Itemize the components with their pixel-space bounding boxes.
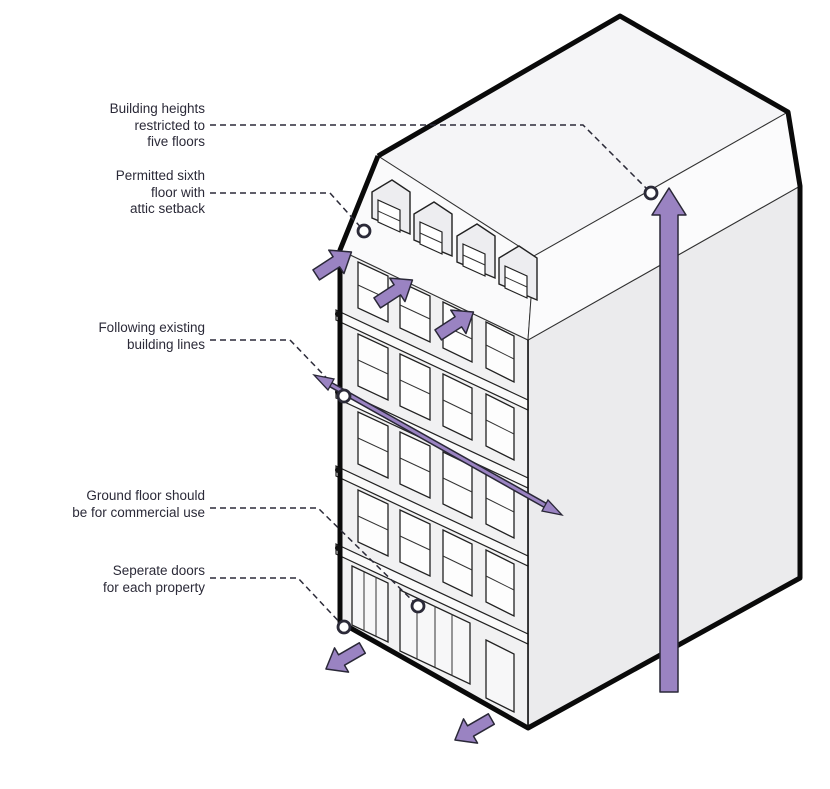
marker-doors (336, 619, 352, 635)
building-outline (337, 13, 803, 731)
leader-ground (210, 507, 419, 607)
door-arrow (325, 642, 367, 673)
annotation-arrows (312, 187, 687, 744)
leader-lines-following (210, 339, 345, 397)
callout-line: restricted to (134, 117, 205, 133)
height-arrow (651, 187, 687, 693)
setback-arrow (434, 309, 475, 341)
callout-line: attic setback (129, 201, 205, 216)
setback-arrow (312, 249, 353, 281)
callout-building-heights: Building heights restricted to five floo… (110, 101, 205, 151)
callout-ground-floor: Ground floor should be for commercial us… (72, 488, 205, 521)
callout-line: for each property (102, 579, 205, 595)
marker-heights (643, 185, 659, 201)
dormer (456, 223, 496, 280)
callout-line: five floors (147, 134, 205, 149)
leader-heights (210, 124, 652, 194)
building-line-arrow (312, 373, 564, 517)
marker-ground (410, 598, 426, 614)
callout-separate-doors: Seperate doors for each property (103, 563, 205, 596)
callout-line: Building heights (109, 101, 205, 116)
leader-sixth (210, 192, 365, 232)
dormer (413, 201, 453, 258)
callout-line: building lines (126, 336, 205, 352)
callout-line: floor with (150, 184, 205, 200)
dormers (371, 179, 538, 302)
callout-line: Permitted sixth (115, 168, 205, 183)
callout-markers (336, 185, 659, 635)
shopfront-right (485, 638, 515, 714)
callout-line: be for commercial use (72, 504, 205, 520)
door-arrow (454, 713, 496, 744)
dormer (498, 245, 538, 302)
dormer (371, 179, 411, 236)
callout-building-lines: Following existing building lines (98, 320, 205, 353)
leader-doors (210, 577, 345, 628)
setback-arrow (373, 277, 414, 309)
marker-building-lines (336, 388, 352, 404)
callout-line: Following existing (98, 320, 205, 335)
callout-sixth-floor: Permitted sixth floor with attic setback (116, 168, 205, 218)
callout-line: Ground floor should (86, 488, 205, 503)
marker-sixth (356, 223, 372, 239)
callout-line: Seperate doors (112, 563, 205, 578)
